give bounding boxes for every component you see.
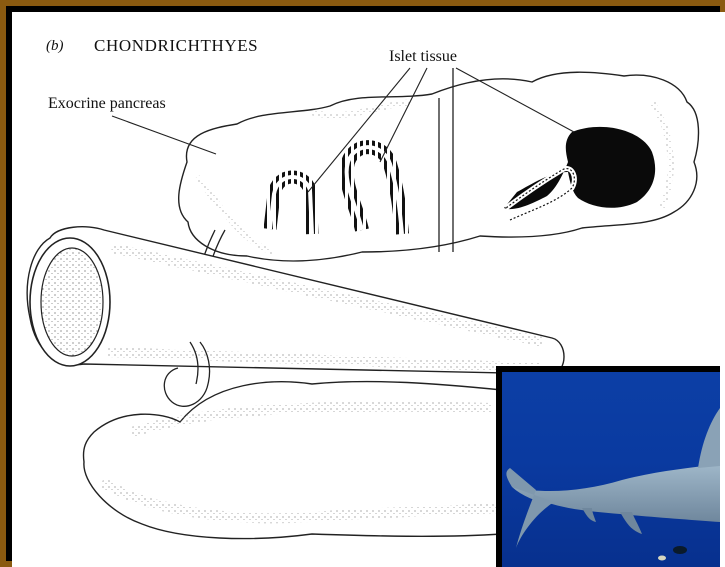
label-islet-tissue: Islet tissue xyxy=(389,48,457,66)
figure-part-label: (b) xyxy=(46,38,64,55)
shark-icon xyxy=(502,372,720,567)
figure-title: CHONDRICHTHYES xyxy=(94,36,258,56)
shark-photo-water xyxy=(502,372,720,567)
label-exocrine-pancreas: Exocrine pancreas xyxy=(48,95,166,113)
shark-photo xyxy=(496,366,720,567)
